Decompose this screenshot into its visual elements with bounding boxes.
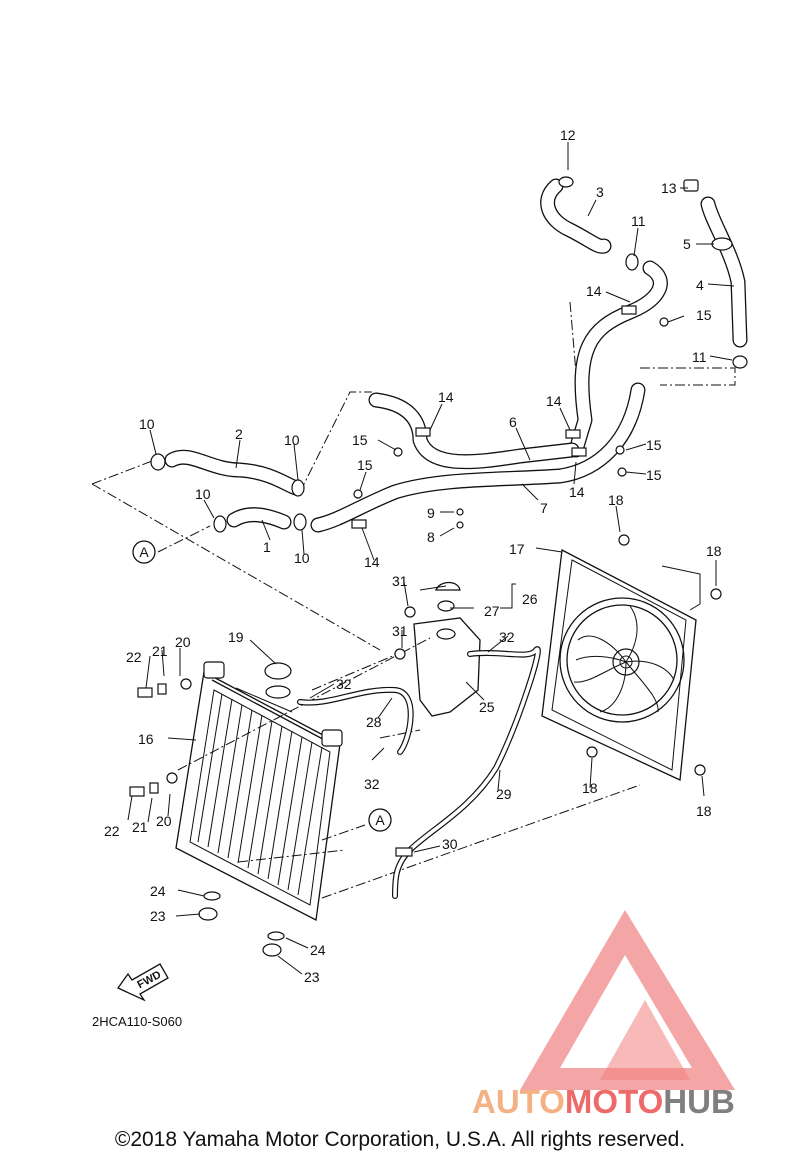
callout-11: 11 [692,349,707,365]
callout-29: 29 [496,786,512,802]
callout-32: 32 [336,676,352,692]
callout-22: 22 [126,649,142,665]
callout-13: 13 [661,180,677,196]
callout-18: 18 [706,543,722,559]
svg-text:A: A [139,544,149,560]
callout-32: 32 [499,629,515,645]
callout-9: 9 [427,505,435,521]
callout-23: 23 [150,908,166,924]
callout-20: 20 [156,813,172,829]
coolant-reservoir [297,581,541,899]
callout-2: 2 [235,426,243,442]
callout-27: 27 [484,603,500,619]
callout-24: 24 [310,942,326,958]
callout-14: 14 [364,554,380,570]
brand-part1: AUTO [472,1083,565,1120]
ref-marker-a-bottom: A [368,808,392,832]
callout-12: 12 [560,127,576,143]
callout-15: 15 [352,432,368,448]
watermark-brand: AUTOMOTOHUB [472,1083,735,1120]
callout-17: 17 [509,541,525,557]
radiator [129,661,343,957]
fwd-label: FWD [135,969,163,991]
leader-lines [127,142,735,975]
callout-22: 22 [104,823,120,839]
copyright-notice: ©2018 Yamaha Motor Corporation, U.S.A. A… [114,1128,686,1151]
callout-14: 14 [546,393,562,409]
callout-15: 15 [357,457,373,473]
callout-10: 10 [195,486,211,502]
brand-part2: MOTO [565,1083,663,1120]
callout-21: 21 [132,819,148,835]
reference-lines [91,301,736,899]
callout-25: 25 [479,699,495,715]
callout-10: 10 [294,550,310,566]
callout-8: 8 [427,529,435,545]
upper-hoses [150,176,748,533]
callout-28: 28 [366,714,382,730]
callout-32: 32 [364,776,380,792]
svg-text:A: A [375,812,385,828]
callout-6: 6 [509,414,517,430]
callout-3: 3 [596,184,604,200]
brand-part3: HUB [663,1083,735,1120]
callout-31: 31 [392,573,408,589]
callout-23: 23 [304,969,320,985]
watermark-logo [520,910,735,1090]
callout-19: 19 [228,629,244,645]
callout-14: 14 [438,389,454,405]
callout-21: 21 [152,643,168,659]
callout-16: 16 [138,731,154,747]
cooling-fan [541,534,722,781]
callout-11: 11 [631,213,646,229]
cooling-system-diagram: AUTOMOTOHUB [91,127,748,1120]
callout-14: 14 [569,484,585,500]
callout-14: 14 [586,283,602,299]
callout-18: 18 [696,803,712,819]
callout-7: 7 [540,500,548,516]
callout-24: 24 [150,883,166,899]
callout-1: 1 [263,539,271,555]
callout-26: 26 [522,591,538,607]
ref-marker-a-top: A [132,540,156,564]
callout-4: 4 [696,277,704,293]
diagram-code: 2HCA110-S060 [92,1014,182,1029]
callout-10: 10 [139,416,155,432]
callout-5: 5 [683,236,691,252]
callout-31: 31 [392,623,408,639]
fwd-arrow: FWD [117,963,169,1002]
callout-15: 15 [696,307,712,323]
callout-20: 20 [175,634,191,650]
callout-15: 15 [646,437,662,453]
callout-10: 10 [284,432,300,448]
callouts: 12 3 13 11 5 4 14 15 11 14 10 2 10 15 6 … [104,127,722,985]
callout-15: 15 [646,467,662,483]
callout-18: 18 [608,492,624,508]
callout-30: 30 [442,836,458,852]
callout-18: 18 [582,780,598,796]
